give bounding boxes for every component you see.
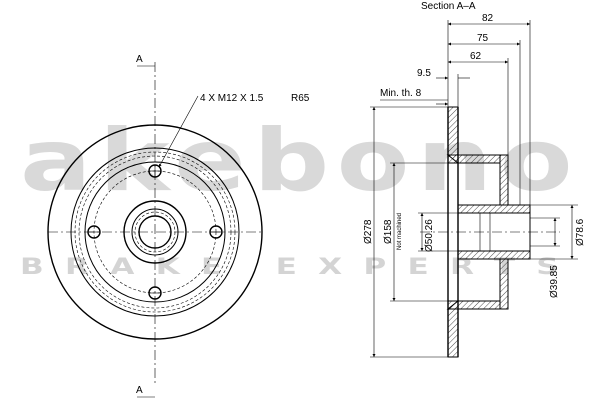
not-machined-label: Not machined — [397, 213, 403, 250]
section-marker-bottom: A — [136, 385, 143, 396]
section-title: Section A–A — [421, 1, 476, 12]
section-marker-top: A — [136, 54, 143, 65]
dim-278: Ø278 — [363, 219, 374, 244]
friction-ring-inner-edge — [70, 147, 240, 317]
hat-wall-upper — [446, 154, 501, 164]
hub-inner-ring — [131, 208, 179, 256]
dim-75: 75 — [477, 33, 489, 44]
front-view: A A 4 X M12 X 1.5 R65 — [47, 54, 310, 398]
dim-50-26: Ø50.26 — [424, 219, 435, 252]
bolt-radius-label: R65 — [291, 93, 310, 104]
hat-face-upper — [499, 154, 509, 206]
hat-outer-edge — [84, 161, 226, 303]
dim-62: 62 — [470, 51, 482, 62]
hat-face-lower — [499, 258, 509, 310]
friction-ring-dashed-edge — [74, 151, 236, 313]
friction-ring-dashed-edge-2 — [78, 155, 232, 309]
center-bore — [138, 215, 172, 249]
dim-39-85: Ø39.85 — [549, 265, 560, 298]
min-thickness-label: Min. th. 8 — [380, 88, 422, 99]
dim-9-5: 9.5 — [417, 68, 431, 79]
dim-158: Ø158 — [383, 219, 394, 244]
disc-outer-edge — [47, 124, 263, 340]
bolt-holes — [87, 164, 223, 300]
hub-boss-lower — [457, 250, 531, 260]
hub-boss-upper — [457, 204, 531, 214]
hub-dashed-ring — [134, 211, 176, 253]
dim-82: 82 — [482, 13, 494, 24]
bolt-spec-label: 4 X M12 X 1.5 — [200, 93, 264, 104]
bolt-spec-leader — [158, 95, 199, 168]
section-view: Section A–A 82 75 — [363, 1, 586, 358]
hat-wall-lower — [446, 300, 501, 310]
dim-78-6: Ø78.6 — [575, 218, 586, 246]
hub-outer — [123, 200, 187, 264]
